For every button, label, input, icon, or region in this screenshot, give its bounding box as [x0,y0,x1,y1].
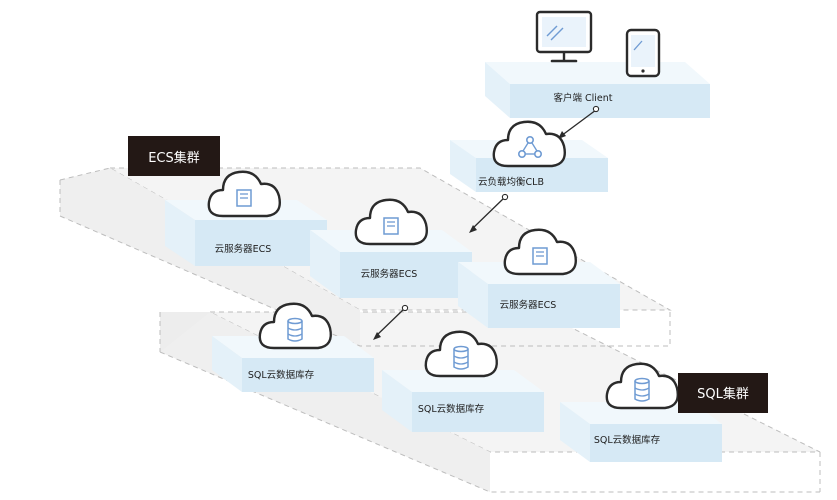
network-share-icon [492,120,566,168]
sql-cluster-tag: SQL集群 [678,373,768,413]
sql-db-label-1: SQL云数据库存 [248,369,315,381]
ecs-server-label-3: 云服务器ECS [500,299,557,311]
client-label: 客户端 Client [553,92,612,104]
ecs-server-label-2: 云服务器ECS [361,268,418,280]
tablet-icon [625,28,661,78]
cloud-database-icon [424,330,498,378]
sql-db-node-2 [382,370,544,432]
ecs-cluster-tag: ECS集群 [128,136,220,176]
cloud-server-icon [503,228,577,276]
sql-db-label-3: SQL云数据库存 [594,434,661,446]
cloud-database-icon [258,302,332,350]
sql-db-node-3 [560,402,722,462]
cloud-database-icon [605,362,679,410]
sql-cluster-tag-label: SQL集群 [697,386,749,402]
clb-label: 云负载均衡CLB [478,176,544,188]
cloud-server-icon [354,198,428,246]
cloud-server-icon [207,170,281,218]
ecs-server-label-1: 云服务器ECS [215,243,272,255]
desktop-monitor-icon [535,10,593,63]
ecs-cluster-tag-label: ECS集群 [148,150,200,166]
clb-to-ecs-connector [469,193,509,233]
ecs-to-sql-connector [373,304,409,340]
sql-db-label-2: SQL云数据库存 [418,403,485,415]
